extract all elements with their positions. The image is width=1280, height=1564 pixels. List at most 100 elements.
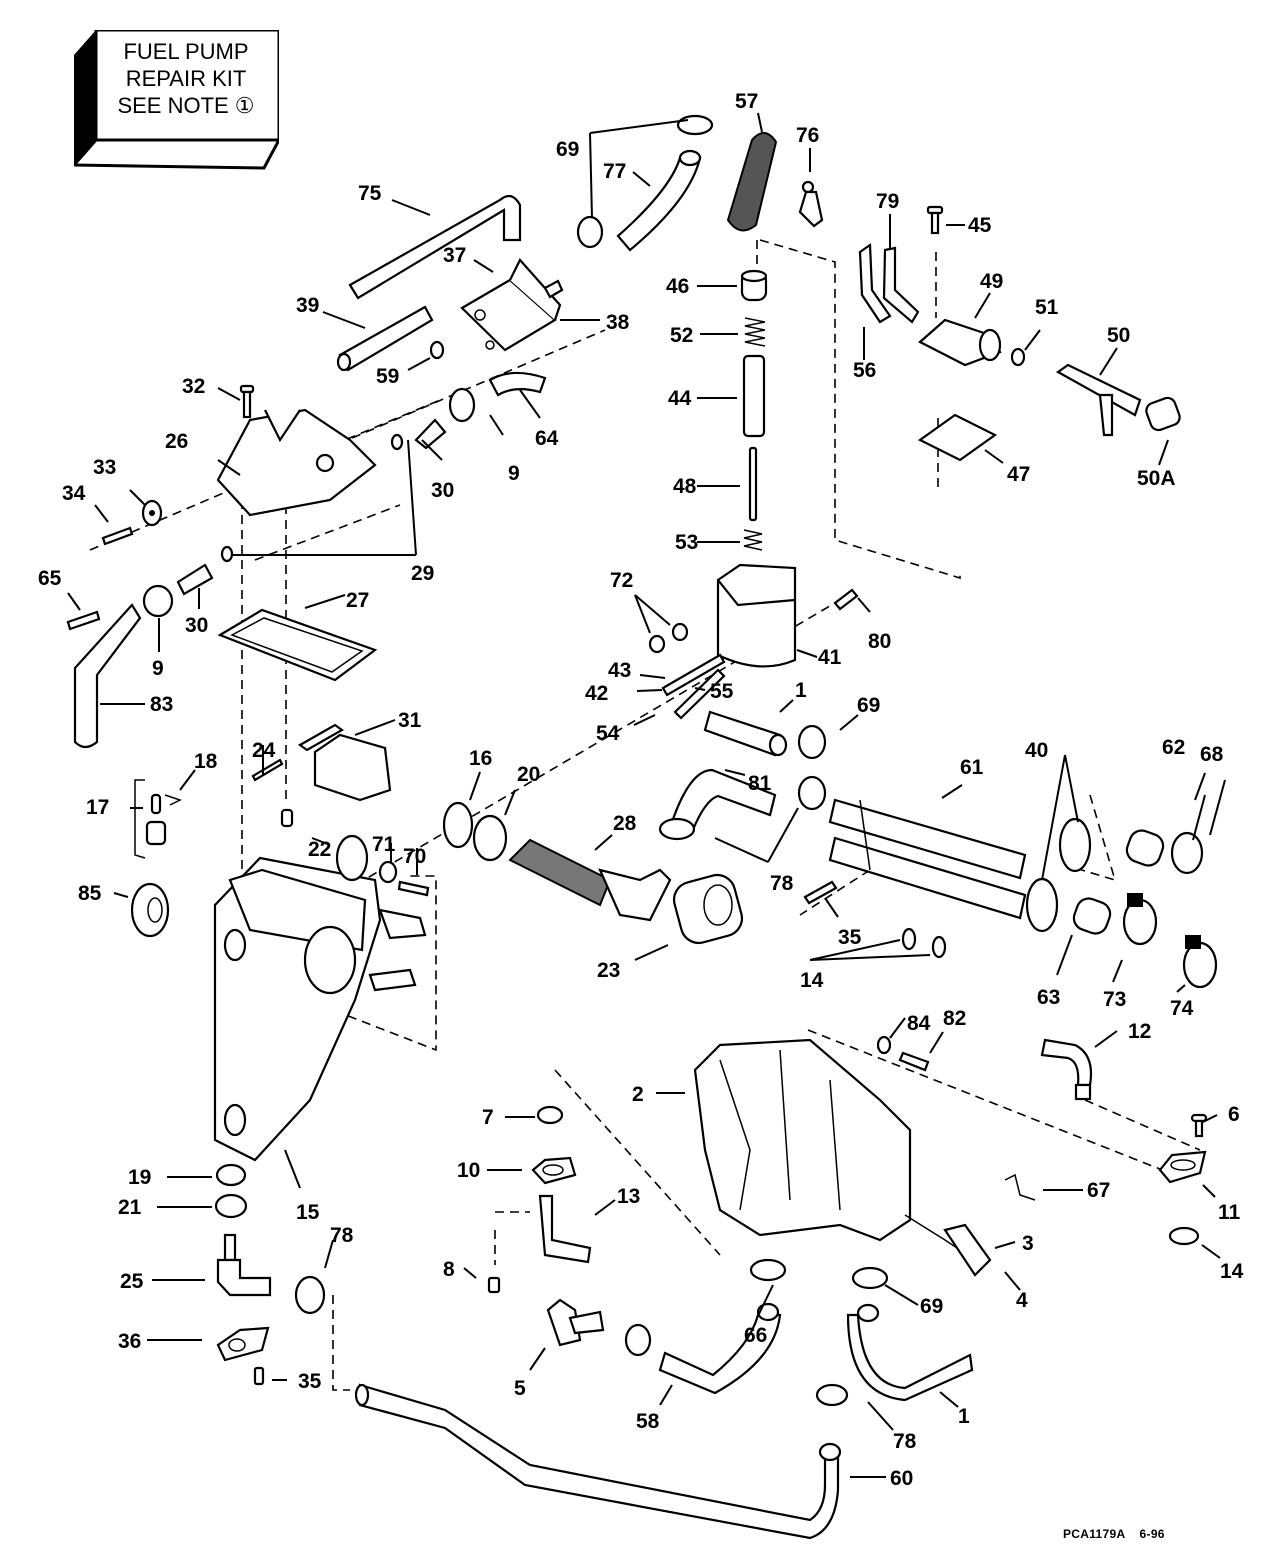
callout-24: 24 <box>252 739 276 762</box>
callout-13: 13 <box>617 1185 640 1208</box>
part-spring-53 <box>743 529 763 551</box>
part-float-bowl-15 <box>213 856 427 1162</box>
callout-68: 68 <box>1200 743 1224 766</box>
part-clamp-78-mid <box>658 775 827 841</box>
part-washer-59 <box>429 340 445 360</box>
repair-kit-note-line1: FUEL PUMP <box>123 39 249 64</box>
callout-35: 35 <box>838 926 862 949</box>
part-housing-49 <box>918 318 1002 367</box>
callout-69: 69 <box>556 138 579 161</box>
callout-71: 71 <box>372 833 396 856</box>
callout-14: 14 <box>800 969 824 992</box>
drawing-code: PCA1179A 6-96 <box>1063 1527 1165 1541</box>
callout-65: 65 <box>38 567 62 590</box>
callout-9: 9 <box>508 462 520 485</box>
part-screw-32 <box>239 384 255 419</box>
part-screw-35-lower <box>253 1366 265 1386</box>
callout-27: 27 <box>346 589 369 612</box>
part-pump-body-26 <box>216 408 377 517</box>
callout-63: 63 <box>1037 986 1060 1009</box>
part-spring-52 <box>744 317 766 347</box>
repair-kit-note-box <box>74 30 279 170</box>
part-clip-67 <box>1004 1173 1036 1201</box>
drawing-date: 6-96 <box>1139 1527 1165 1541</box>
part-clamps-40 <box>1025 817 1092 933</box>
callout-17: 17 <box>86 796 109 819</box>
callout-16: 16 <box>469 747 492 770</box>
callout-3: 3 <box>1022 1232 1034 1255</box>
callout-56: 56 <box>853 359 876 382</box>
callout-48: 48 <box>673 475 697 498</box>
callout-78: 78 <box>770 872 794 895</box>
part-diaphragm-plate-47 <box>917 413 998 462</box>
callout-26: 26 <box>165 430 188 453</box>
part-filter-28 <box>508 838 672 922</box>
part-cap-50A <box>1145 396 1181 432</box>
callout-5: 5 <box>514 1377 526 1400</box>
part-hose-81 <box>670 768 777 834</box>
callout-7: 7 <box>482 1106 494 1129</box>
repair-kit-note: FUEL PUMP REPAIR KIT SEE NOTE ① <box>96 38 276 119</box>
part-fuel-filter-body-41 <box>716 563 797 668</box>
callout-10: 10 <box>457 1159 480 1182</box>
part-fuel-rail-61 <box>828 798 1027 920</box>
callout-60: 60 <box>890 1467 913 1490</box>
part-hose-60 <box>354 1383 842 1540</box>
part-clamp-73 <box>1122 893 1158 946</box>
callout-14: 14 <box>1220 1260 1244 1283</box>
callout-77: 77 <box>603 160 626 183</box>
callout-42: 42 <box>585 682 608 705</box>
callout-38: 38 <box>606 311 630 334</box>
part-needle-valve-17 <box>134 779 167 859</box>
part-flange-11 <box>1158 1150 1207 1184</box>
part-elbow-12 <box>1040 1038 1093 1101</box>
callout-55: 55 <box>710 680 734 703</box>
part-washers-19-21 <box>214 1163 248 1219</box>
part-clamp-66 <box>624 1258 787 1357</box>
callout-12: 12 <box>1128 1020 1151 1043</box>
callout-2: 2 <box>632 1083 644 1106</box>
callout-83: 83 <box>150 693 173 716</box>
part-hose-58 <box>658 1302 782 1395</box>
callout-51: 51 <box>1035 296 1059 319</box>
callout-84: 84 <box>907 1012 931 1035</box>
callout-76: 76 <box>796 124 819 147</box>
part-washer-84 <box>876 1035 892 1055</box>
callout-labels: 57 76 69 77 75 79 45 37 46 49 39 38 52 5… <box>38 90 1244 1490</box>
callout-35: 35 <box>298 1370 322 1393</box>
callout-22: 22 <box>308 838 331 861</box>
callout-28: 28 <box>613 812 637 835</box>
callout-57: 57 <box>735 90 758 113</box>
callout-40: 40 <box>1025 739 1048 762</box>
part-hose-83 <box>73 603 142 749</box>
part-screw-70 <box>397 880 430 897</box>
callout-70: 70 <box>403 845 426 868</box>
part-elbow-25 <box>216 1233 272 1297</box>
callout-20: 20 <box>517 763 540 786</box>
callout-9: 9 <box>152 657 164 680</box>
callout-64: 64 <box>535 427 559 450</box>
callout-1: 1 <box>958 1405 970 1428</box>
callout-53: 53 <box>675 531 698 554</box>
part-fitting-30-lower <box>176 563 214 596</box>
callout-46: 46 <box>666 275 689 298</box>
part-clamp-74 <box>1182 935 1218 989</box>
part-fitting-5 <box>546 1298 605 1347</box>
callout-43: 43 <box>608 659 631 682</box>
callout-81: 81 <box>748 772 772 795</box>
callout-73: 73 <box>1103 988 1126 1011</box>
part-screw-34 <box>101 526 134 546</box>
callout-18: 18 <box>194 750 218 773</box>
part-screw-80 <box>833 588 859 611</box>
callout-25: 25 <box>120 1270 144 1293</box>
callout-44: 44 <box>668 387 692 410</box>
part-fuel-pump-2 <box>693 1038 961 1251</box>
part-fitting-76 <box>798 180 824 228</box>
callout-41: 41 <box>818 646 842 669</box>
part-washer-7 <box>536 1105 564 1125</box>
callout-29: 29 <box>411 562 434 585</box>
part-clamp-9-upper <box>448 387 476 423</box>
part-bowl-nut-23 <box>672 873 744 945</box>
callout-50A: 50A <box>1137 467 1176 490</box>
